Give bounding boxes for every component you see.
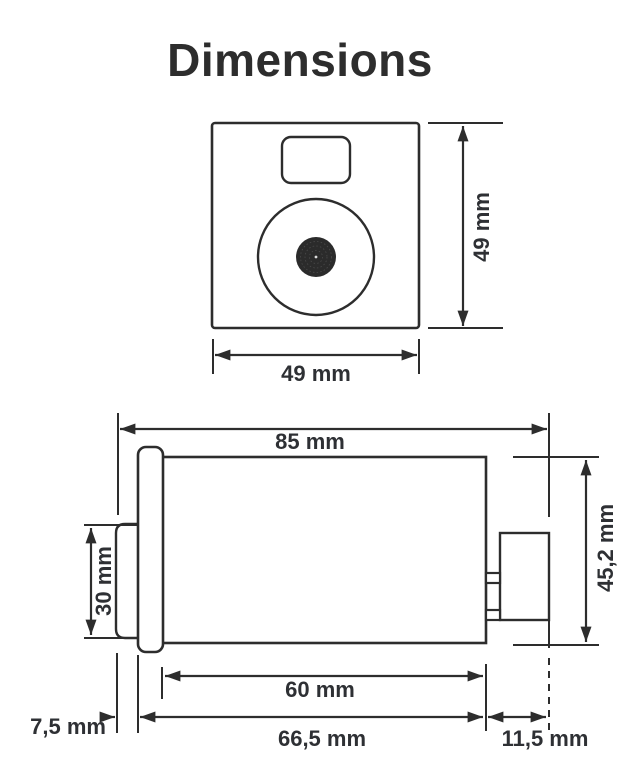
- front-height-label: 49 mm: [469, 192, 495, 262]
- side-pin-lower: [484, 608, 502, 622]
- dim-bottom-row: [99, 620, 550, 734]
- front-width-label: 49 mm: [281, 361, 351, 386]
- front-housing-outline: [210, 121, 421, 330]
- front-knob-ring-outer: [300, 241, 332, 273]
- socket-depth-label: 11,5 mm: [501, 726, 589, 751]
- front-knob-ring-inner: [309, 250, 323, 264]
- dim-collar-height: [84, 524, 138, 639]
- side-pin-upper: [484, 571, 502, 585]
- body-height-label: 45,2 mm: [593, 503, 619, 593]
- side-socket-block: [498, 531, 551, 622]
- side-body-outline: [160, 455, 488, 645]
- front-knob-ring-middle: [304, 245, 328, 269]
- front-knob-center-dot: [314, 255, 318, 259]
- dim-body-depth: [161, 664, 487, 731]
- dim-front-height: [428, 122, 503, 329]
- collar-height-label: 30 mm: [91, 546, 117, 616]
- side-front-bezel: [136, 445, 165, 654]
- total-depth-label: 85 mm: [275, 429, 345, 454]
- front-display-window: [280, 135, 352, 185]
- dim-body-height: [513, 456, 599, 646]
- behind-panel-depth-label: 66,5 mm: [277, 726, 367, 751]
- front-view: [210, 121, 421, 330]
- page-title: Dimensions: [167, 34, 433, 86]
- front-dial-ring: [256, 197, 376, 317]
- side-view: [114, 445, 551, 654]
- dim-total-depth: [117, 413, 550, 517]
- front-projection-label: 7,5 mm: [30, 714, 106, 739]
- dim-front-width: [212, 339, 420, 374]
- body-depth-label: 60 mm: [285, 677, 355, 702]
